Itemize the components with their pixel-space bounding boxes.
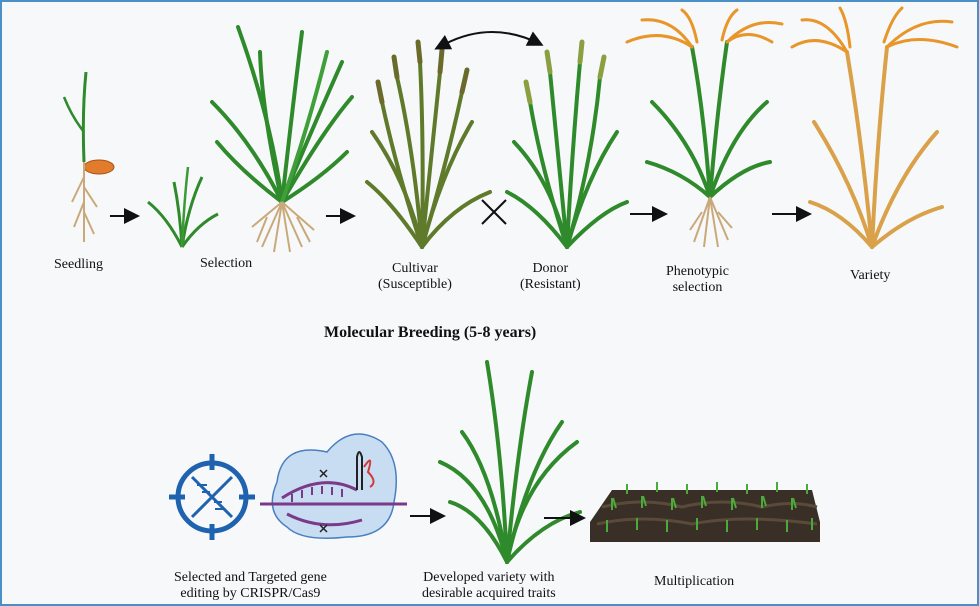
- variety-panicles-icon: [790, 6, 959, 54]
- label-crispr-line2: editing by CRISPR/Cas9: [180, 586, 321, 601]
- phenotypic-plant-icon: [645, 40, 772, 199]
- label-developed-line1: Developed variety with: [423, 570, 555, 585]
- cas9-cell-icon: [260, 433, 407, 539]
- label-cultivar: Cultivar (Susceptible): [378, 261, 452, 293]
- seedling-icon: [62, 71, 115, 242]
- field-soil-icon: [590, 490, 820, 542]
- dna-target-icon: [169, 454, 255, 540]
- label-developed: Developed variety with desirable acquire…: [422, 570, 556, 602]
- phenotypic-roots-icon: [689, 196, 733, 248]
- cross-icon: [481, 199, 507, 225]
- label-cultivar-line2: (Susceptible): [378, 277, 452, 292]
- label-donor-line2: (Resistant): [520, 277, 581, 292]
- label-developed-line2: desirable acquired traits: [422, 586, 556, 601]
- label-crispr-line1: Selected and Targeted gene: [174, 570, 327, 585]
- label-phenotypic: Phenotypic selection: [666, 264, 729, 296]
- label-seedling: Seedling: [54, 257, 103, 272]
- label-selection: Selection: [200, 256, 253, 271]
- label-phenotypic-line1: Phenotypic: [666, 264, 729, 279]
- field-seedlings-icon: [606, 482, 813, 532]
- cultivar-plant-icon: [365, 60, 492, 249]
- young-plant-icon: [147, 166, 219, 248]
- label-cultivar-line1: Cultivar: [391, 261, 438, 276]
- selection-roots-icon: [251, 201, 315, 253]
- section-title: Molecular Breeding (5-8 years): [324, 324, 537, 341]
- variety-plant-icon: [808, 45, 944, 249]
- double-arrow-cross: [434, 31, 544, 50]
- donor-panicles-icon: [523, 39, 607, 105]
- donor-plant-icon: [505, 60, 629, 249]
- label-crispr: Selected and Targeted gene editing by CR…: [174, 570, 327, 602]
- phenotypic-panicles-icon: [625, 8, 784, 49]
- developed-plant-icon: [438, 360, 582, 564]
- selection-plant-icon: [210, 25, 354, 204]
- label-variety: Variety: [850, 268, 891, 283]
- label-phenotypic-line2: selection: [672, 280, 723, 295]
- label-donor-line1: Donor: [532, 261, 569, 276]
- label-multiplication: Multiplication: [654, 574, 735, 589]
- cultivar-panicles-icon: [375, 39, 470, 105]
- label-donor: Donor (Resistant): [520, 261, 581, 293]
